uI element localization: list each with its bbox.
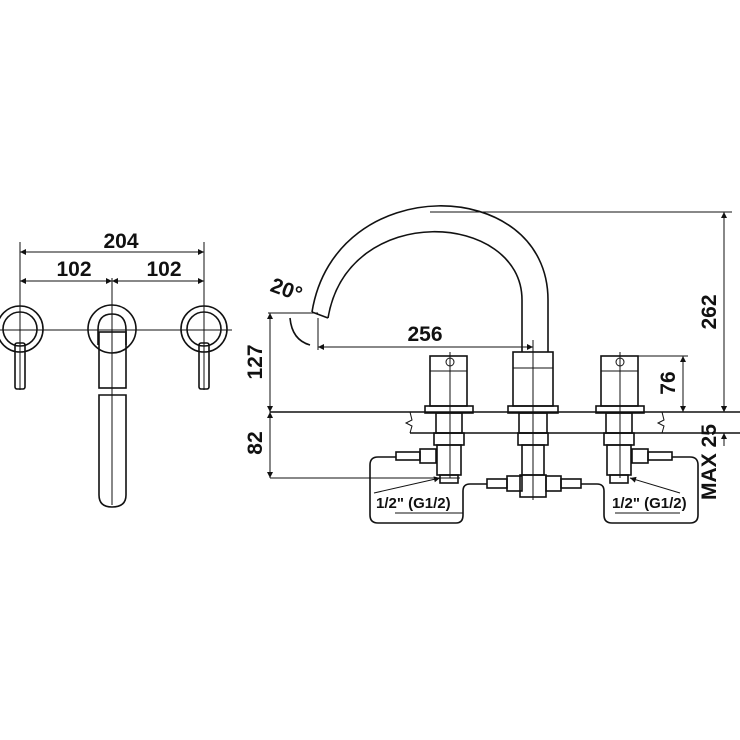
- hose-left: [369, 456, 487, 524]
- dimension-256: 256: [407, 323, 442, 346]
- dimension-102-right: 102: [146, 258, 181, 281]
- dimension-127: 127: [244, 344, 267, 379]
- left-handle-side: [395, 352, 474, 484]
- angle-arc: [289, 317, 311, 346]
- dimension-max-25: MAX 25: [698, 424, 721, 500]
- dimension-204: 204: [103, 230, 138, 253]
- middle-connectors: [486, 475, 582, 492]
- spout-side: [311, 205, 559, 500]
- spout-top: [87, 304, 137, 508]
- deck-break-right: [656, 411, 665, 434]
- dimension-102-left: 102: [56, 258, 91, 281]
- left-handle-top: [0, 305, 44, 390]
- dimension-angle: 20°: [267, 274, 305, 306]
- right-handle-top: [180, 305, 228, 390]
- dimension-76: 76: [657, 371, 680, 394]
- dimension-262: 262: [698, 294, 721, 329]
- connection-label-left: 1/2" (G1/2): [376, 495, 451, 512]
- right-handle-side: [595, 352, 673, 484]
- leader-right: [629, 476, 681, 494]
- top-view: 204 102 102: [0, 230, 232, 508]
- leader-left: [373, 476, 441, 494]
- connection-label-right: 1/2" (G1/2): [612, 495, 687, 512]
- deck-break-left: [404, 411, 413, 434]
- dimension-82: 82: [244, 431, 267, 454]
- side-view: 20°: [244, 205, 740, 524]
- hose-right: [581, 456, 699, 524]
